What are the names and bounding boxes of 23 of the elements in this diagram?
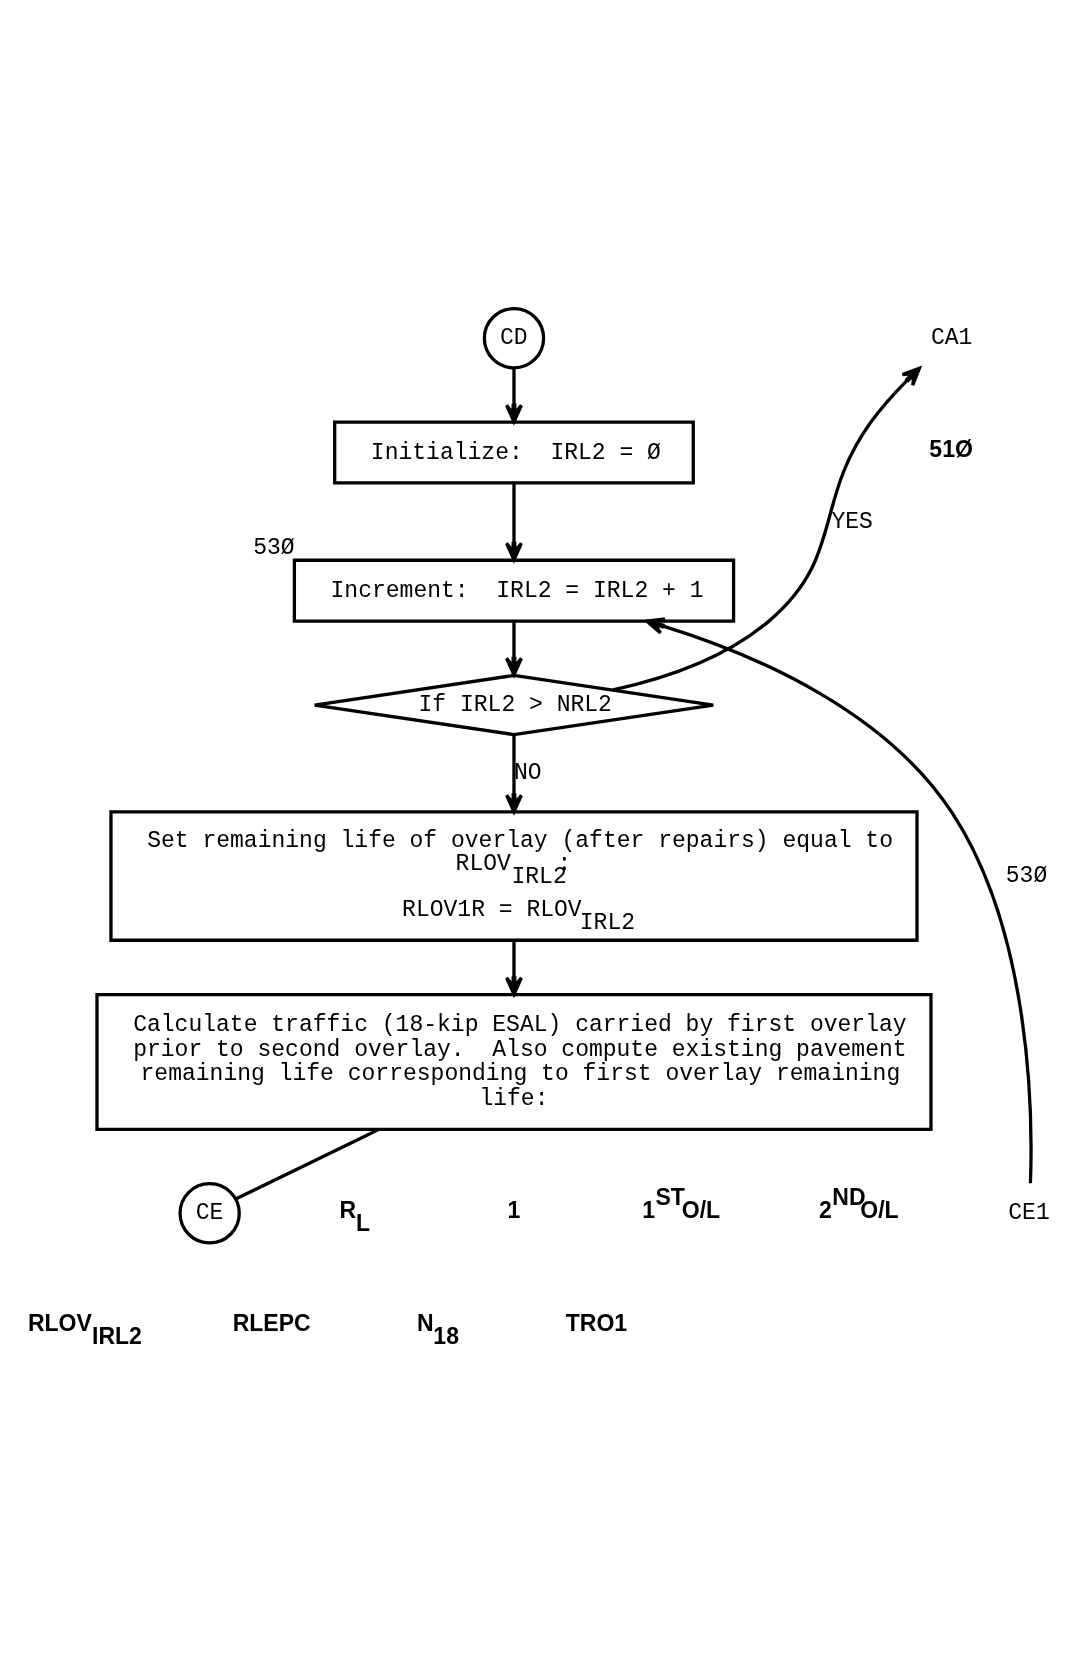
arrow (504, 482, 524, 561)
label: 1 (507, 1196, 521, 1223)
node-circle: CE (178, 1181, 241, 1245)
node-diamond: If IRL2 > NRL2 (313, 673, 715, 736)
label: RLEPC (232, 1309, 311, 1336)
connector (235, 1127, 379, 1200)
arrow (504, 940, 524, 996)
arrow (645, 616, 1033, 1183)
node-circle: CD (482, 306, 546, 369)
edge-label: 53Ø (1005, 862, 1048, 889)
label: 51Ø (929, 435, 973, 462)
label: TRO1 (565, 1309, 628, 1336)
node-text: CA1 (930, 324, 973, 351)
node-box: Calculate traffic (18-kip ESAL) carried by first overlay prior to second overlay. Also compute existing pavement remaining life corresponding to first overlay remaining life: (95, 992, 933, 1131)
arrow (504, 621, 524, 676)
node-box: Increment: IRL2 = IRL2 + 1 (292, 558, 736, 623)
node-label: 53Ø (253, 534, 295, 561)
arrow (612, 366, 921, 692)
arrow (504, 367, 524, 423)
node-box: Initialize: IRL2 = Ø (333, 419, 695, 485)
edge-label: YES (831, 508, 873, 535)
node-text: CE1 (1008, 1199, 1050, 1226)
arrow (504, 734, 524, 813)
